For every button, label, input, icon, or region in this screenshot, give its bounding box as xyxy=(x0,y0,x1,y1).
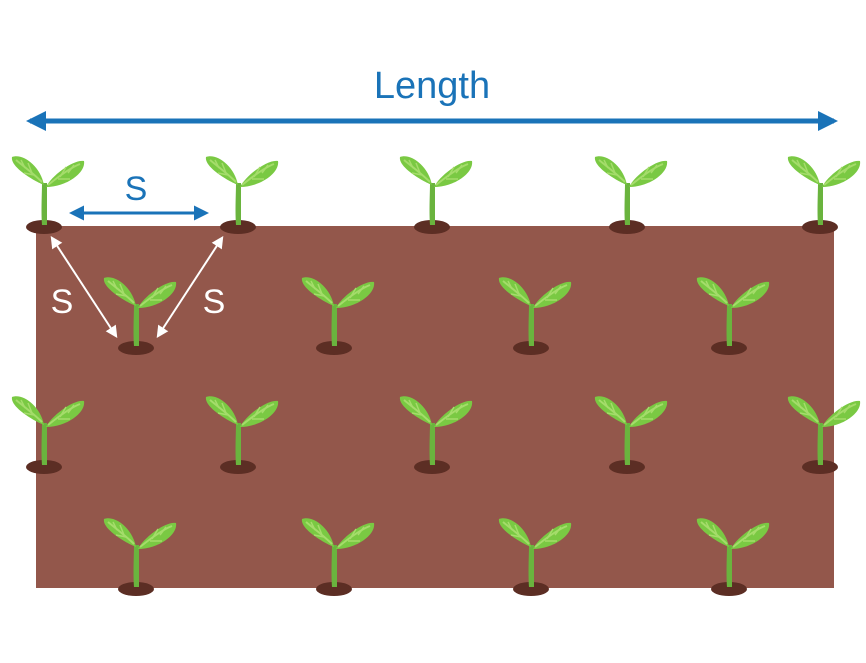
spacing-label-diagonal-left: S xyxy=(51,283,74,321)
spacing-label-horizontal: S xyxy=(125,170,148,208)
spacing-label-diagonal-right: S xyxy=(203,283,226,321)
spacing-arrow-diagonal-left xyxy=(50,235,118,339)
seedling-icon xyxy=(786,155,862,235)
spacing-arrow-diagonal-right xyxy=(156,235,224,339)
seedling-icon xyxy=(10,155,86,235)
length-label: Length xyxy=(374,65,490,107)
seedling-icon xyxy=(593,155,669,235)
seedling-icon xyxy=(398,155,474,235)
seedling-icon xyxy=(204,155,280,235)
